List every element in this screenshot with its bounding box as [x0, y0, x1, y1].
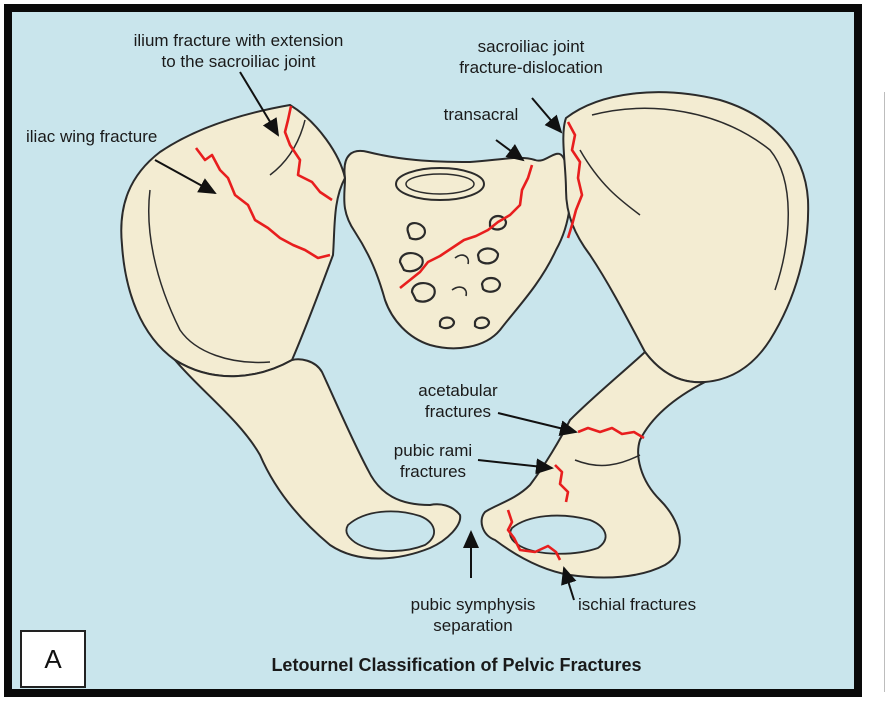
right-ilium	[562, 91, 810, 384]
label-pubic-rami: pubic rami fractures	[378, 440, 488, 482]
fracture-ischial	[506, 509, 562, 561]
label-pubic-rami-line2: fractures	[399, 462, 467, 481]
label-ilium-line2: to the sacroiliac joint	[161, 52, 316, 71]
arrow-si-joint	[531, 97, 563, 134]
fracture-acetabular	[577, 426, 645, 440]
fracture-transacral	[399, 164, 534, 290]
fracture-lines	[194, 105, 645, 561]
arrow-ischial	[561, 566, 577, 601]
label-ischial: ischial fractures	[578, 595, 697, 614]
sacrum	[343, 150, 572, 350]
fracture-ilium-si	[283, 105, 333, 202]
label-pubic-symphysis: pubic symphysis separation	[388, 594, 558, 636]
label-symphysis-line2: separation	[433, 616, 513, 635]
label-ilium-line1: ilium fracture with extension	[133, 31, 344, 50]
label-acetabular-line1: acetabular	[418, 381, 498, 400]
label-iliac-wing: iliac wing fracture	[26, 127, 158, 146]
label-sacroiliac-line2: fracture-dislocation	[459, 58, 603, 77]
label-ilium-fracture: ilium fracture with extension to the sac…	[106, 30, 371, 72]
fracture-iliac-wing	[194, 147, 331, 260]
figure-caption: Letournel Classification of Pelvic Fract…	[271, 655, 642, 675]
arrow-pubic-rami	[477, 458, 554, 475]
arrow-acetabular	[497, 412, 578, 436]
label-acetabular: acetabular fractures	[398, 380, 518, 422]
side-divider	[884, 92, 885, 692]
panel-letter: A	[44, 643, 62, 674]
fracture-pubic-rami	[554, 464, 570, 503]
fracture-si-dislocation	[566, 121, 584, 239]
arrow-ilium	[239, 71, 280, 137]
label-acetabular-line2: fractures	[424, 402, 492, 421]
arrow-iliac-wing	[154, 159, 217, 194]
arrow-transacral	[495, 139, 525, 162]
label-pubic-rami-line1: pubic rami	[393, 441, 473, 460]
label-symphysis-line1: pubic symphysis	[410, 595, 536, 614]
callout-arrows	[154, 71, 578, 601]
label-sacroiliac-line1: sacroiliac joint	[477, 37, 585, 56]
label-sacroiliac: sacroiliac joint fracture-dislocation	[436, 36, 626, 78]
left-pubis-ischium	[174, 358, 462, 560]
label-transacral: transacral	[443, 105, 519, 124]
panel-letter-box: A	[20, 630, 86, 688]
